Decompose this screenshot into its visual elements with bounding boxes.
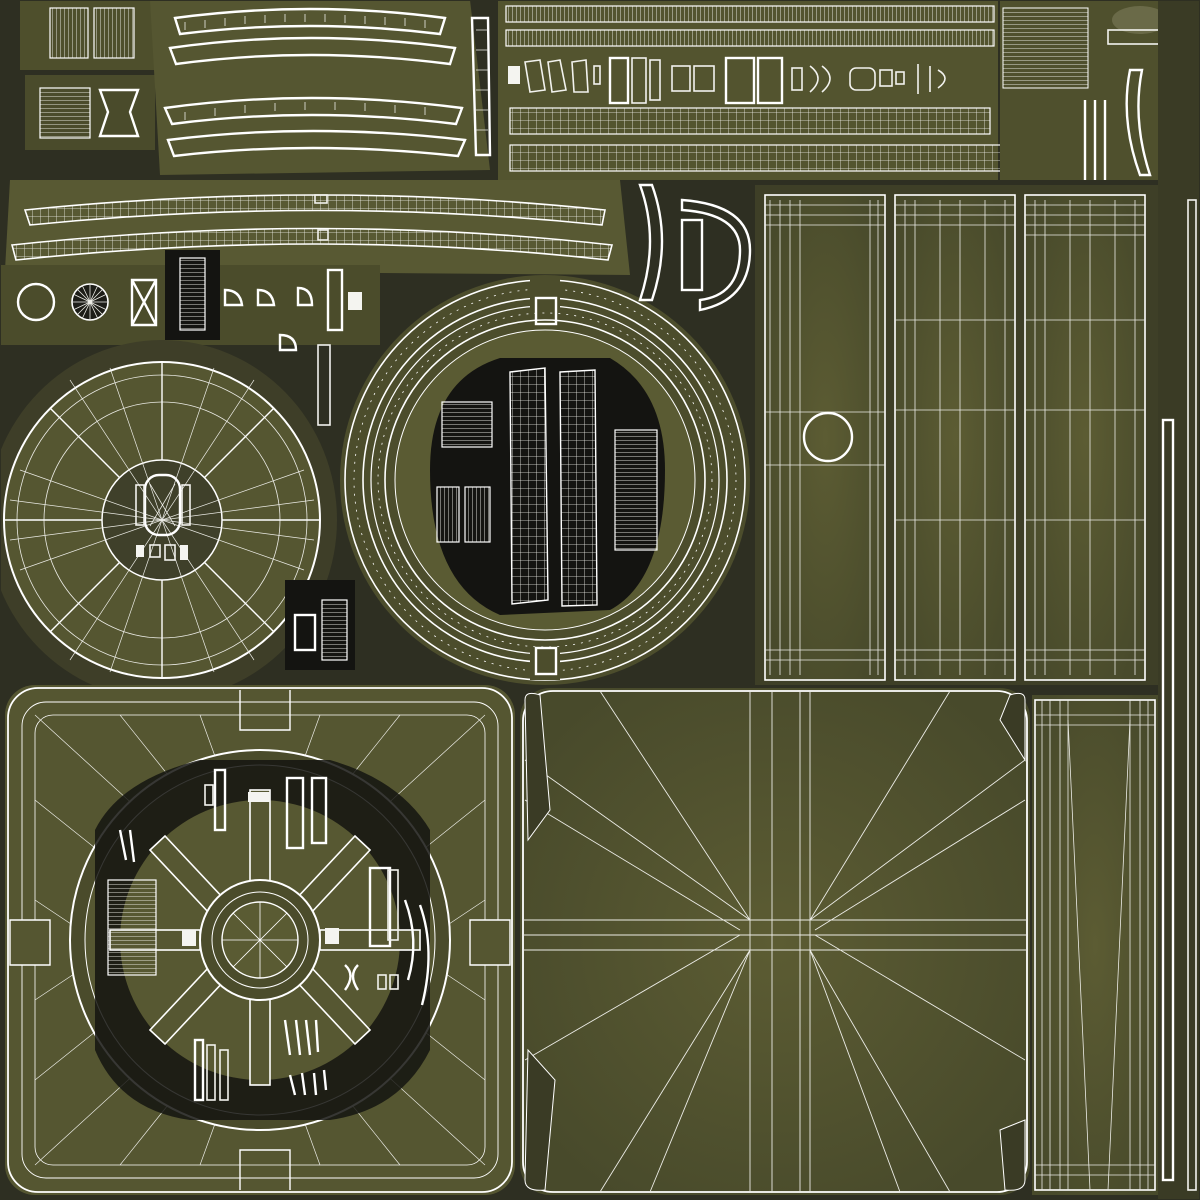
mid-curved-parts <box>638 183 752 312</box>
top-left-blocks <box>20 0 160 150</box>
bottom-right-panel <box>1032 695 1158 1195</box>
top-stripe-strips <box>498 0 1033 180</box>
tall-panels-right <box>755 185 1165 685</box>
center-ring-disc <box>340 275 750 685</box>
bottom-left-square-panel <box>5 685 515 1195</box>
bottom-center-square-panel <box>520 688 1030 1195</box>
top-arc-strips <box>5 0 630 275</box>
left-radial-disc <box>0 340 337 700</box>
right-edge-strips <box>1158 0 1200 1200</box>
top-small-vertical <box>470 16 492 157</box>
between-disc-parts <box>285 344 355 670</box>
small-circle-parts <box>0 250 380 352</box>
